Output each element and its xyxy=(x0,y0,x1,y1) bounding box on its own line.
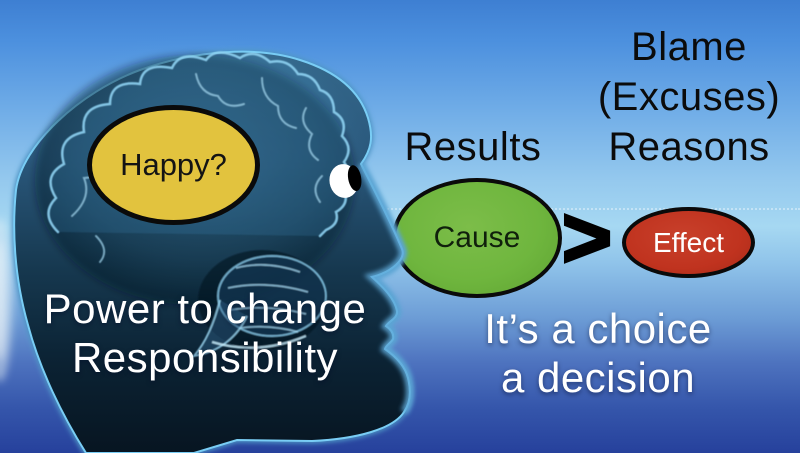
face-edge-glow xyxy=(357,162,414,415)
cause-label: Cause xyxy=(433,221,521,254)
power-line-1: Power to change xyxy=(43,285,367,332)
blame-excuses-reasons-caption: Blame (Excuses) Reasons xyxy=(589,22,789,172)
effect-ellipse: Effect xyxy=(622,207,755,278)
blame-line: Blame xyxy=(631,25,747,69)
left-edge-glow xyxy=(0,218,13,382)
excuses-line: (Excuses) xyxy=(597,75,781,119)
brain-stem xyxy=(191,299,248,358)
power-line-2: Responsibility xyxy=(71,334,339,381)
power-caption: Power to change Responsibility xyxy=(5,284,405,382)
choice-caption: It’s a choice a decision xyxy=(398,304,798,402)
cause-ellipse: Cause xyxy=(392,178,562,298)
happy-thought-bubble: Happy? xyxy=(87,105,260,225)
reasons-line: Reasons xyxy=(608,125,770,169)
effect-label: Effect xyxy=(652,226,725,258)
choice-line-2: a decision xyxy=(500,354,696,401)
eye-icon xyxy=(329,164,362,198)
horizontal-divider-line xyxy=(368,208,800,210)
greater-than-symbol: > xyxy=(560,189,613,288)
brain-cerebellum xyxy=(191,250,327,358)
happy-label: Happy? xyxy=(120,147,227,182)
results-label: Results xyxy=(404,125,542,169)
choice-line-1: It’s a choice xyxy=(484,305,712,352)
